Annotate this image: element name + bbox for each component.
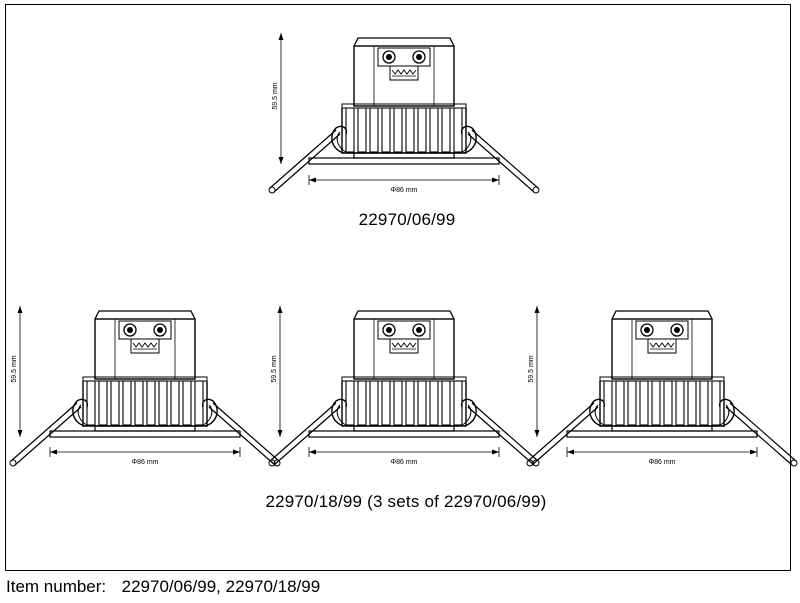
item-separator: , <box>216 577 221 596</box>
caption-three-sets: 22970/18/99 (3 sets of 22970/06/99) <box>265 492 547 511</box>
height-dimension <box>534 305 540 438</box>
fixture-view-left: 59.5 mm Φ86 mm <box>9 305 281 467</box>
item-number-2: 22970/18/99 <box>225 577 321 596</box>
diameter-dimension <box>49 446 241 458</box>
height-label: 59.5 mm <box>11 355 18 382</box>
diameter-label: Φ86 mm <box>391 187 418 194</box>
height-dimension <box>278 32 284 165</box>
item-number-line: Item number: 22970/06/99, 22970/18/99 <box>6 577 320 597</box>
height-dimension <box>277 305 283 438</box>
fixture-view-middle: 59.5 mm Φ86 mm <box>268 305 540 467</box>
fixture-view-right: 59.5 mm Φ86 mm <box>526 305 798 467</box>
item-number-label: Item number: <box>6 577 107 596</box>
diameter-label: Φ86 mm <box>391 459 418 466</box>
diameter-label: Φ86 mm <box>132 459 159 466</box>
diameter-label: Φ86 mm <box>649 459 676 466</box>
diameter-dimension <box>308 174 500 186</box>
item-number-1: 22970/06/99 <box>121 577 217 596</box>
diameter-dimension <box>308 446 500 458</box>
height-label: 59.5 mm <box>528 355 535 382</box>
diameter-dimension <box>566 446 758 458</box>
fixture-view-single: 59.5 mm Φ86 mm <box>268 32 540 194</box>
height-label: 59.5 mm <box>272 82 279 109</box>
caption-single-set: 22970/06/99 <box>358 210 456 229</box>
height-label: 59.5 mm <box>271 355 278 382</box>
height-dimension <box>17 305 23 438</box>
drawing-frame <box>5 4 791 571</box>
